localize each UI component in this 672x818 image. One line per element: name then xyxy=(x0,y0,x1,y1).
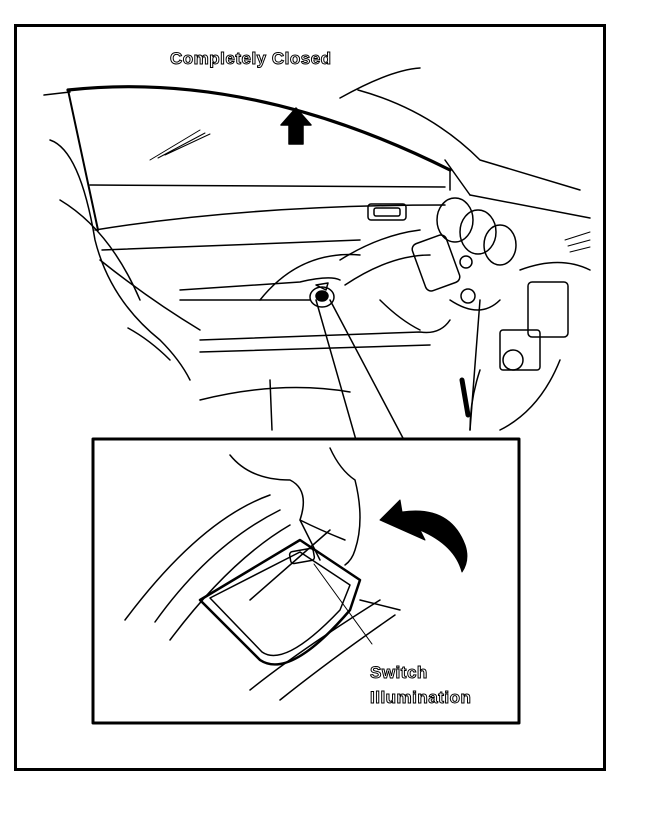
a-pillar xyxy=(339,67,591,219)
callout-label-line2: Illumination xyxy=(369,688,472,708)
window-state-label: Completely Closed xyxy=(170,49,332,69)
center-console xyxy=(459,231,591,431)
illumination-pointer xyxy=(313,563,373,645)
curved-arrow-icon xyxy=(379,499,468,573)
hand xyxy=(229,447,361,566)
diagram-border xyxy=(14,24,606,771)
callout-label-line1: Switch xyxy=(370,663,428,683)
switch-panel xyxy=(124,494,401,701)
door-window xyxy=(43,85,452,231)
door-handle xyxy=(367,203,407,221)
callout-leader xyxy=(315,299,405,441)
arrow-up-icon xyxy=(280,107,312,145)
detail-inset xyxy=(91,437,521,725)
steering-area xyxy=(411,197,517,311)
seat xyxy=(49,139,201,381)
window-switch-small xyxy=(309,282,335,308)
door-panel xyxy=(94,204,451,431)
